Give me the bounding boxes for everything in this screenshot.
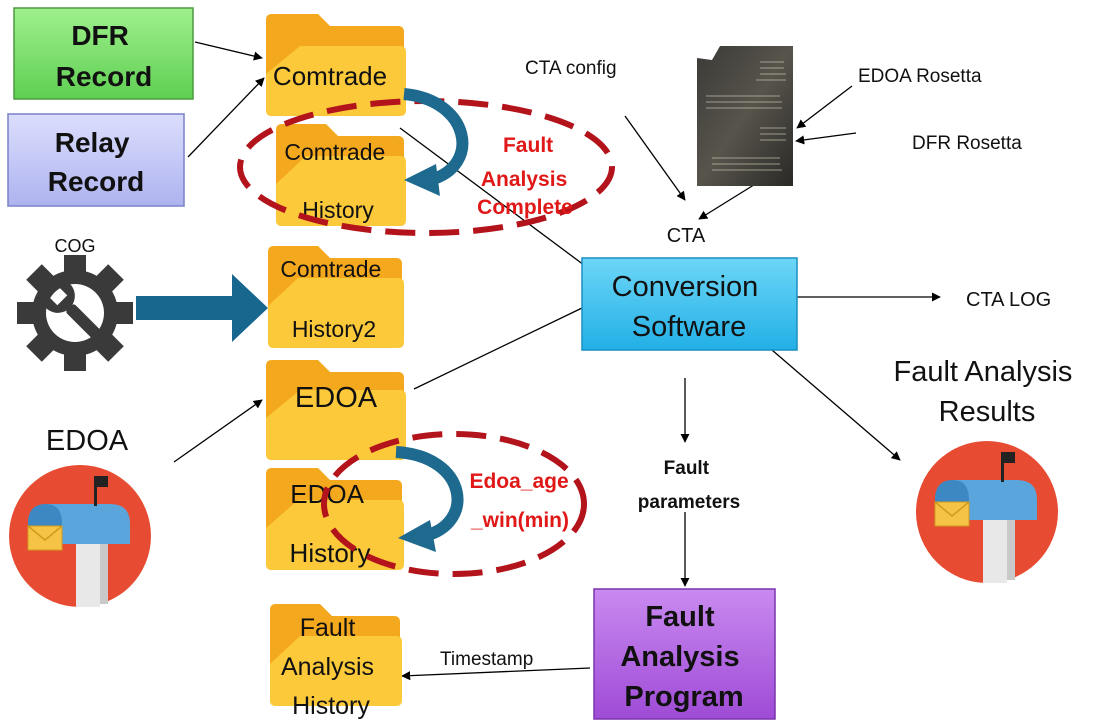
folder-comtrade-history2-line-2: History2 (292, 316, 376, 342)
annotation-fault-line-2: Analysis (481, 168, 567, 191)
arrow-dfr-rosetta (795, 132, 857, 145)
edoa-rosetta-label: EDOA Rosetta (858, 66, 982, 87)
annotation-fault-line-1: Fault (503, 134, 553, 157)
conversion-line-1: Conversion (612, 271, 759, 303)
arrow-conversion-to-results (771, 349, 901, 461)
program-line-1: Fault (645, 601, 715, 633)
svg-text:Fault Analysis Complet: Fault Analysis Complete (477, 134, 573, 219)
svg-text:Comtrade History2: Comtrade History2 (280, 256, 387, 342)
folder-edoa-history[interactable]: EDOA History (266, 468, 404, 570)
edoa-source-label: EDOA (46, 425, 129, 457)
arrow-cta-config-to-cta (624, 115, 686, 201)
folder-comtrade-label: Comtrade (273, 61, 387, 91)
svg-text:DFR Record: DFR Record (56, 20, 152, 92)
mailbox-icon-left (9, 465, 151, 607)
cta-log-label: CTA LOG (966, 289, 1051, 311)
cta-label: CTA (667, 225, 706, 247)
dashed-ellipse-edoa-age (321, 431, 587, 577)
line-edoa-to-conversion (413, 307, 583, 390)
annotation-edoa-line-1: Edoa_age (469, 470, 568, 493)
folder-edoa-history-line-2: History (290, 538, 371, 568)
arrow-rosetta-to-cta (698, 182, 758, 220)
svg-text:Conversion Software: Conversion Software (612, 271, 767, 343)
svg-text:Fault Analysis Pro: Fault Analysis Program (620, 601, 747, 713)
svg-text:Fault parameters: Fault parameters (638, 458, 740, 513)
fault-results-line-1: Fault Analysis (894, 356, 1073, 388)
folder-comtrade-history[interactable]: Comtrade History (276, 124, 406, 226)
gear-icon (17, 255, 133, 371)
arrow-relay-to-comtrade (187, 77, 265, 158)
svg-text:Relay Record: Relay Record (48, 127, 144, 197)
folder-fault-history-line-2: Analysis (281, 653, 374, 681)
fault-parameters-line-2: parameters (638, 492, 740, 513)
connectors (173, 41, 941, 681)
arrow-edoa-source-to-edoa-folder (173, 399, 263, 463)
relay-record-box[interactable]: Relay Record (7, 113, 185, 207)
curved-arrow-comtrade-to-history (403, 88, 469, 196)
folder-edoa[interactable]: EDOA (266, 360, 406, 460)
wrench-icon (42, 280, 110, 348)
folder-fault-history-line-3: History (292, 692, 370, 720)
conversion-software-box[interactable]: Conversion Software (581, 257, 798, 351)
svg-text:EDOA History: EDOA History (290, 479, 371, 568)
timestamp-label: Timestamp (440, 649, 533, 670)
svg-text:Edoa_age _win(min): Edoa_age _win(min) (469, 470, 574, 532)
folder-comtrade-history-line-1: Comtrade (284, 139, 385, 165)
program-line-2: Analysis (620, 641, 739, 673)
folder-fault-history-line-1: Fault (300, 614, 356, 642)
dfr-line-2: Record (56, 61, 152, 92)
arrow-dfr-to-comtrade (194, 41, 263, 61)
folder-comtrade-history2[interactable]: Comtrade History2 (268, 246, 404, 348)
curved-arrow-edoa-to-history (395, 446, 464, 552)
arrow-program-to-fault-history (401, 667, 591, 681)
folder-comtrade[interactable]: Comtrade (266, 14, 406, 116)
dfr-record-box[interactable]: DFR Record (13, 7, 194, 100)
rosetta-stone-image (697, 46, 793, 186)
svg-text:Fault Analysis His: Fault Analysis History (281, 614, 381, 720)
cog-label: COG (54, 236, 95, 256)
big-arrow-cog-to-history2 (136, 274, 268, 342)
annotation-fault-line-3: Complete (477, 196, 573, 219)
conversion-line-2: Software (632, 311, 746, 343)
cta-config-label: CTA config (525, 58, 617, 79)
svg-text:Fault Analysis Results: Fault Analysis Results (894, 356, 1081, 428)
dfr-rosetta-label: DFR Rosetta (912, 133, 1022, 154)
line-comtrade-to-conversion (399, 127, 589, 269)
dfr-line-1: DFR (71, 20, 129, 51)
folder-edoa-label: EDOA (295, 382, 378, 414)
fault-results-line-2: Results (939, 396, 1036, 428)
relay-line-2: Record (48, 166, 144, 197)
fault-analysis-program-box[interactable]: Fault Analysis Program (593, 588, 776, 720)
annotation-edoa-line-2: _win(min) (470, 509, 569, 532)
relay-line-1: Relay (55, 127, 130, 158)
program-line-3: Program (624, 681, 743, 713)
arrow-edoa-rosetta (796, 85, 853, 129)
fault-parameters-line-1: Fault (664, 458, 710, 479)
folder-comtrade-history2-line-1: Comtrade (280, 256, 381, 282)
mailbox-icon-right (916, 441, 1058, 583)
folder-fault-analysis-history[interactable]: Fault Analysis History (270, 604, 402, 720)
